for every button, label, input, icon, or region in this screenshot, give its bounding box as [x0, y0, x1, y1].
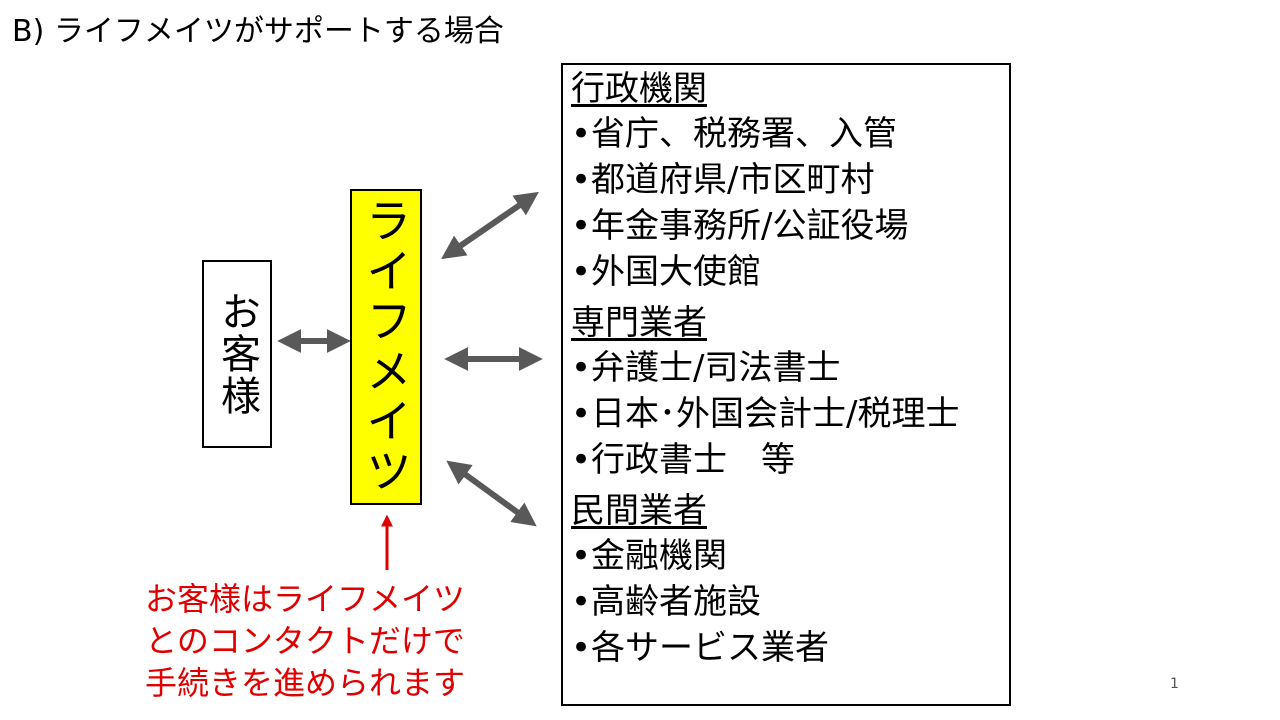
group-private: 民間業者 •金融機関 •高齢者施設 •各サービス業者	[571, 489, 1009, 671]
list-item: •金融機関	[571, 536, 728, 576]
customer-label: お客様	[214, 291, 260, 417]
note-text: お客様はライフメイツ とのコンタクトだけで 手続きを進められます	[140, 578, 470, 704]
note-line: お客様はライフメイツ	[144, 580, 465, 618]
customer-box: お客様	[202, 260, 272, 448]
lifemate-box: ライフメイツ	[350, 189, 422, 505]
page-number: 1	[1170, 676, 1179, 692]
list-item: •日本･外国会計士/税理士	[571, 394, 960, 434]
list-item: •都道府県/市区町村	[571, 160, 875, 200]
note-line: とのコンタクトだけで	[145, 622, 465, 660]
partners-box: 行政機関 •省庁、税務署、入管 •都道府県/市区町村 •年金事務所/公証役場 •…	[561, 63, 1011, 706]
lifemate-private-arrow	[446, 460, 537, 527]
list-item: •省庁、税務署、入管	[571, 114, 898, 154]
group-title: 専門業者	[571, 303, 707, 343]
group-title: 民間業者	[571, 491, 707, 531]
list-item: •高齢者施設	[571, 582, 762, 622]
lifemate-label: ライフメイツ	[359, 197, 413, 497]
group-professionals: 専門業者 •弁護士/司法書士 •日本･外国会計士/税理士 •行政書士 等	[571, 301, 1009, 483]
slide-title: B) ライフメイツがサポートする場合	[12, 14, 504, 49]
note-line: 手続きを進められます	[144, 664, 465, 702]
list-item: •年金事務所/公証役場	[571, 206, 909, 246]
lifemate-government-arrow	[441, 191, 539, 260]
group-government: 行政機関 •省庁、税務署、入管 •都道府県/市区町村 •年金事務所/公証役場 •…	[571, 67, 1009, 295]
list-item: •行政書士 等	[571, 440, 796, 480]
list-item: •外国大使館	[571, 252, 762, 292]
list-item: •弁護士/司法書士	[571, 348, 841, 388]
group-title: 行政機関	[571, 69, 707, 109]
list-item: •各サービス業者	[571, 628, 830, 668]
